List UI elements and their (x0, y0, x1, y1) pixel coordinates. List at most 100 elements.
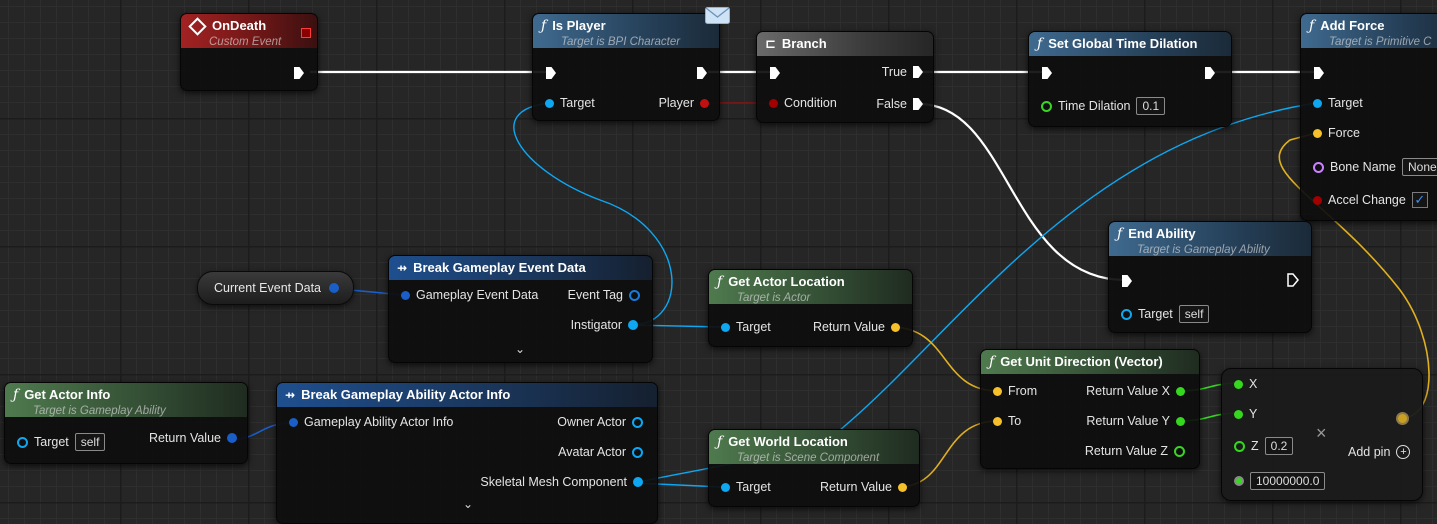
add-force-exec-in[interactable] (1314, 67, 1324, 79)
float-pin-icon (1234, 440, 1245, 452)
is-player-player-pin[interactable]: Player (659, 96, 709, 110)
branch-condition-pin[interactable]: Condition (769, 96, 837, 110)
pin-label: False (876, 97, 907, 111)
get-unit-direction-title: Get Unit Direction (Vector) (1000, 354, 1163, 369)
multiply-x-icon: × (1316, 423, 1327, 443)
unit-direction-rx-pin[interactable]: Return Value X (1086, 384, 1185, 398)
function-icon: ƒ (989, 354, 995, 370)
get-actor-location-target-pin[interactable]: Target (721, 320, 771, 334)
owner-actor-pin[interactable]: Owner Actor (557, 415, 643, 429)
set-time-dilation-exec-out[interactable] (1205, 67, 1215, 79)
multiply-x-pin[interactable]: X (1234, 377, 1257, 391)
pin-label: Player (658, 96, 694, 110)
add-force-force-pin[interactable]: Force (1313, 126, 1360, 140)
on-death-node[interactable]: OnDeath Custom Event (180, 13, 318, 91)
function-icon: ƒ (717, 274, 723, 290)
pin-label: X (1249, 377, 1258, 391)
end-ability-subtitle: Target is Gameplay Ability (1137, 244, 1270, 256)
is-player-exec-in[interactable] (546, 67, 556, 79)
get-world-location-target-pin[interactable]: Target (721, 480, 771, 494)
add-force-title: Add Force (1320, 18, 1385, 33)
get-actor-info-return-pin[interactable]: Return Value (149, 431, 237, 445)
multiply-scalar-pin[interactable]: 10000000.0 (1234, 472, 1326, 490)
add-force-bone-name-pin[interactable]: Bone Name None (1313, 158, 1437, 176)
end-ability-exec-out[interactable] (1287, 273, 1299, 287)
add-pin-icon: + (1396, 445, 1411, 459)
pin-label: True (881, 65, 907, 79)
is-player-exec-out[interactable] (697, 67, 707, 79)
time-dilation-input[interactable]: 0.1 (1136, 97, 1166, 115)
unit-direction-to-pin[interactable]: To (993, 414, 1021, 428)
get-actor-info-target-input[interactable]: self (74, 433, 106, 451)
avatar-actor-pin[interactable]: Avatar Actor (558, 445, 643, 459)
branch-true-pin[interactable]: True (882, 65, 923, 79)
set-time-dilation-exec-in[interactable] (1042, 67, 1052, 79)
pin-label: Bone Name (1330, 160, 1397, 174)
on-death-header: OnDeath Custom Event (181, 14, 317, 48)
multiply-y-pin[interactable]: Y (1234, 407, 1257, 421)
instigator-pin[interactable]: Instigator (571, 318, 638, 332)
is-player-target-pin[interactable]: Target (545, 96, 595, 110)
struct-pin-icon (401, 290, 410, 300)
current-event-data-node[interactable]: Current Event Data (197, 271, 354, 305)
event-tag-pin[interactable]: Event Tag (568, 288, 640, 302)
add-force-target-pin[interactable]: Target (1313, 96, 1363, 110)
object-pin-icon (721, 322, 730, 332)
break-actor-info-title: Break Gameplay Ability Actor Info (301, 387, 511, 402)
expand-chevron-icon[interactable]: ⌄ (515, 342, 526, 356)
accel-change-checkbox[interactable]: ✓ (1411, 192, 1428, 208)
bone-name-input[interactable]: None (1402, 158, 1437, 176)
end-ability-target-input[interactable]: self (1178, 305, 1210, 323)
multiply-scalar-input[interactable]: 10000000.0 (1250, 472, 1326, 490)
delegate-pin-icon[interactable] (301, 28, 311, 38)
float-pin-icon (1176, 386, 1185, 396)
multiply-output-pin[interactable] (1396, 412, 1409, 425)
float-pin-icon (1041, 100, 1052, 112)
tag-pin-icon (629, 289, 640, 301)
branch-false-pin[interactable]: False (876, 97, 923, 111)
function-icon: ƒ (1117, 226, 1123, 242)
object-pin-icon (633, 477, 643, 487)
gameplay-event-data-pin[interactable]: Gameplay Event Data (401, 288, 538, 302)
multiply-z-input[interactable]: 0.2 (1264, 437, 1294, 455)
on-death-exec-out[interactable] (294, 67, 304, 79)
bool-pin-icon (769, 98, 778, 108)
get-world-location-return-pin[interactable]: Return Value (820, 480, 907, 494)
branch-node[interactable]: ⊏Branch True Condition False (756, 31, 934, 123)
struct-pin-icon (227, 433, 237, 443)
end-ability-exec-in[interactable] (1122, 275, 1132, 287)
get-unit-direction-node[interactable]: ƒ Get Unit Direction (Vector) From To Ret… (980, 349, 1200, 469)
unit-direction-ry-pin[interactable]: Return Value Y (1086, 414, 1185, 428)
add-force-accel-change-pin[interactable]: Accel Change✓ (1313, 192, 1428, 208)
expand-chevron-icon[interactable]: ⌄ (463, 497, 474, 511)
actor-info-input-pin[interactable]: Gameplay Ability Actor Info (289, 415, 453, 429)
get-actor-location-return-pin[interactable]: Return Value (813, 320, 900, 334)
unit-direction-from-pin[interactable]: From (993, 384, 1037, 398)
add-pin-button[interactable]: Add pin+ (1348, 445, 1411, 459)
exec-pin-icon (913, 66, 923, 78)
struct-pin-icon[interactable] (329, 283, 339, 293)
branch-exec-in[interactable] (770, 67, 780, 79)
break-event-data-header: ⇸Break Gameplay Event Data (389, 256, 652, 280)
break-event-data-node[interactable]: ⇸Break Gameplay Event Data Gameplay Even… (388, 255, 653, 363)
unit-direction-rz-pin[interactable]: Return Value Z (1085, 444, 1185, 458)
break-actor-info-node[interactable]: ⇸Break Gameplay Ability Actor Info Gamep… (276, 382, 658, 524)
skeletal-mesh-pin[interactable]: Skeletal Mesh Component (480, 475, 643, 489)
vector-pin-icon (993, 416, 1002, 426)
object-pin-icon (632, 416, 643, 428)
